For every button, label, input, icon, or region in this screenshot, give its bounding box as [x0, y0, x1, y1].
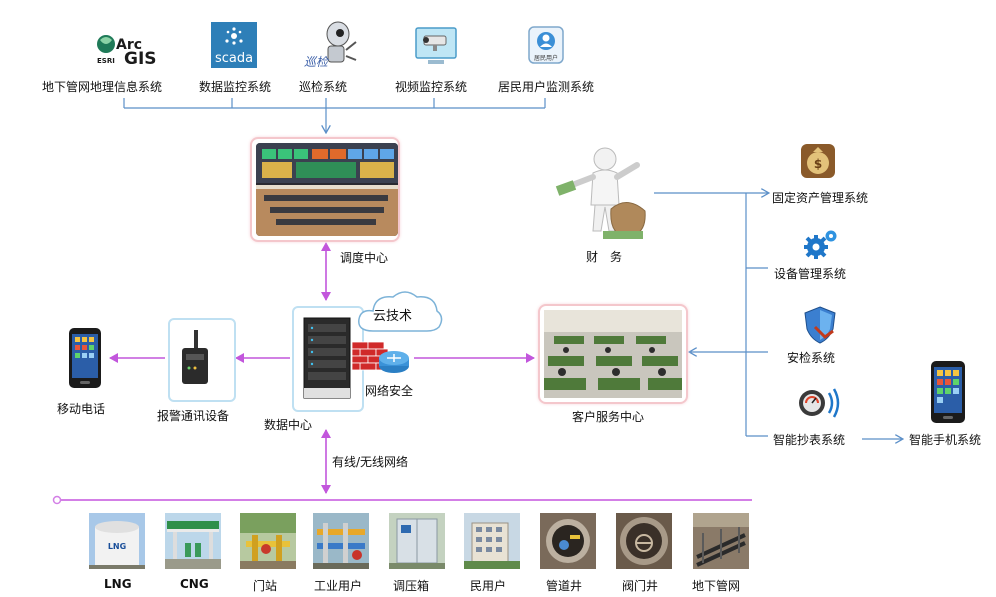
svg-text:LNG: LNG	[108, 542, 126, 551]
underground-pipe-photo	[693, 513, 749, 569]
bottom-item-label: 民用户	[470, 579, 507, 593]
gate-station-photo	[240, 513, 296, 569]
finance-label: 财 务	[586, 250, 623, 264]
firewall-router-icon	[351, 341, 409, 373]
customer-service-frame	[538, 304, 688, 404]
top-system-label: 地下管网地理信息系统	[42, 80, 163, 94]
customer-service-photo	[544, 310, 682, 398]
bottom-item-label: 地下管网	[692, 579, 741, 593]
wireless-meter-icon	[799, 388, 840, 418]
shield-check-icon	[804, 306, 836, 344]
regulator-box-photo	[389, 513, 445, 569]
money-bag-icon: $	[801, 144, 835, 178]
server-rack-icon	[303, 317, 351, 399]
dispatch-center-frame	[250, 137, 400, 242]
svg-text:巡检: 巡检	[304, 55, 330, 69]
cng-station-photo	[165, 513, 221, 569]
right-system-label: 安检系统	[787, 351, 836, 365]
residential-building-photo	[464, 513, 520, 569]
right-systems-trunk	[654, 193, 902, 439]
bottom-item-label: 门站	[253, 579, 278, 593]
network-security-label: 网络安全	[365, 384, 414, 398]
dispatch-center-label: 调度中心	[340, 251, 389, 265]
alarm-device-frame	[168, 318, 236, 402]
data-center-frame	[292, 306, 364, 412]
cctv-camera-icon	[415, 27, 457, 64]
lng-tank-photo: LNG	[89, 513, 145, 569]
bottom-item-label: 调压箱	[393, 579, 430, 593]
resident-user-icon: 居民用户	[528, 26, 564, 64]
gears-icon	[804, 230, 837, 259]
bottom-item-label: LNG	[104, 577, 132, 591]
smart-phone-system-label: 智能手机系统	[909, 433, 982, 447]
bottom-item-label: 管道井	[546, 579, 583, 593]
svg-text:Arc: Arc	[116, 37, 142, 53]
pipe-well-photo	[540, 513, 596, 569]
top-system-label: 视频监控系统	[395, 80, 468, 94]
top-system-label: 数据监控系统	[199, 80, 272, 94]
top-system-label: 居民用户监测系统	[498, 80, 595, 94]
alarm-device-label: 报警通讯设备	[157, 409, 230, 423]
svg-text:$: $	[814, 157, 822, 171]
smartphone-icon	[931, 361, 965, 423]
top-systems-bracket	[123, 98, 546, 132]
robot-inspection-icon: 巡检	[304, 21, 357, 69]
arcgis-logo-icon: Arc ESRI GIS	[97, 35, 157, 68]
cloud-label: 云技术	[373, 309, 413, 324]
svg-text:scada: scada	[215, 51, 253, 66]
router-modem-icon	[182, 330, 208, 384]
data-center-label: 数据中心	[264, 418, 313, 432]
cloud-icon	[358, 291, 443, 332]
mobile-phone-icon	[69, 328, 101, 388]
bottom-item-label: 阀门井	[622, 579, 659, 593]
top-system-label: 巡检系统	[299, 80, 348, 94]
svg-text:居民用户: 居民用户	[534, 54, 558, 62]
svg-text:GIS: GIS	[124, 49, 157, 68]
finance-figure-icon	[555, 147, 646, 239]
svg-text:ESRI: ESRI	[97, 57, 115, 65]
valve-well-photo	[616, 513, 672, 569]
right-system-label: 智能抄表系统	[773, 433, 846, 447]
scada-logo-icon: scada	[211, 22, 257, 68]
bottom-item-label: 工业用户	[314, 579, 363, 593]
right-system-label: 固定资产管理系统	[772, 191, 869, 205]
bottom-item-label: CNG	[180, 577, 209, 591]
right-system-label: 设备管理系统	[774, 267, 847, 281]
mobile-phone-label: 移动电话	[57, 402, 106, 416]
dispatch-center-photo	[256, 143, 398, 236]
network-link-label: 有线/无线网络	[332, 455, 409, 469]
customer-service-label: 客户服务中心	[572, 410, 645, 424]
industrial-user-photo	[313, 513, 369, 569]
